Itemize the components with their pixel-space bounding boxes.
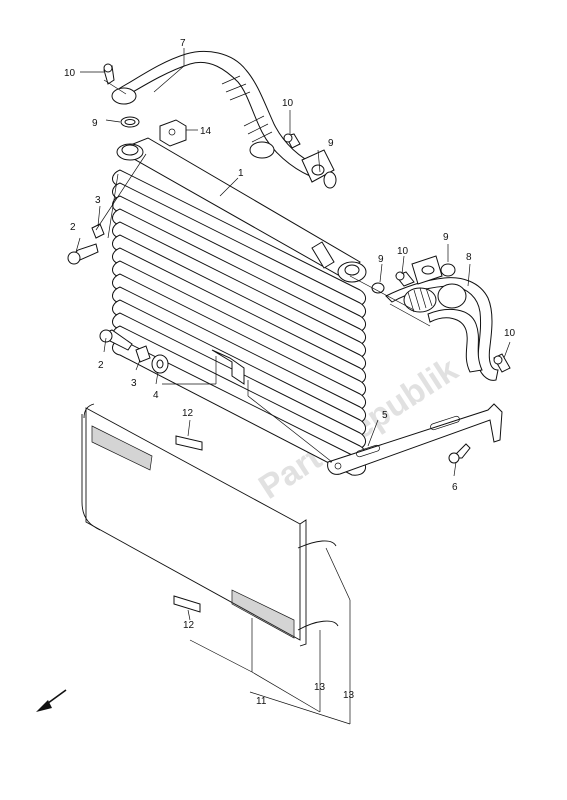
callout-labels: 1 2 3 2 3 4 5 6 7 8 9 9 9 9 10 10 10 10 … xyxy=(64,38,516,707)
callout-12-upper: 12 xyxy=(182,408,194,419)
callout-3-upper: 3 xyxy=(95,195,101,206)
callout-7: 7 xyxy=(180,38,186,49)
callout-2-lower: 2 xyxy=(98,360,104,371)
callout-9-upper-left: 9 xyxy=(92,118,98,129)
callout-6: 6 xyxy=(452,482,458,493)
cooler-guard xyxy=(81,403,339,647)
callout-13-left: 13 xyxy=(314,682,326,693)
callout-10-center: 10 xyxy=(282,98,294,109)
callout-8: 8 xyxy=(466,252,472,263)
cooler-bracket xyxy=(327,403,503,475)
callout-1: 1 xyxy=(238,168,244,179)
oil-cooler-core xyxy=(112,137,367,476)
callout-14: 14 xyxy=(200,126,212,137)
callout-3-lower: 3 xyxy=(131,378,137,389)
callout-9-right-a: 9 xyxy=(378,254,384,265)
callout-11: 11 xyxy=(256,696,267,707)
callout-12-lower: 12 xyxy=(183,620,195,631)
callout-4: 4 xyxy=(153,390,159,401)
front-direction-arrow-icon xyxy=(36,689,67,712)
callout-10-right-a: 10 xyxy=(397,246,409,257)
small-parts xyxy=(67,63,511,613)
callout-2-upper: 2 xyxy=(70,222,76,233)
callout-9-center: 9 xyxy=(328,138,334,149)
callout-9-right-b: 9 xyxy=(443,232,449,243)
callout-13-right: 13 xyxy=(343,690,355,701)
callout-10-upper-left: 10 xyxy=(64,68,76,79)
leader-lines xyxy=(75,48,511,725)
callout-10-right-b: 10 xyxy=(504,328,516,339)
callout-5: 5 xyxy=(382,410,388,421)
oil-hose-lower xyxy=(385,255,499,381)
